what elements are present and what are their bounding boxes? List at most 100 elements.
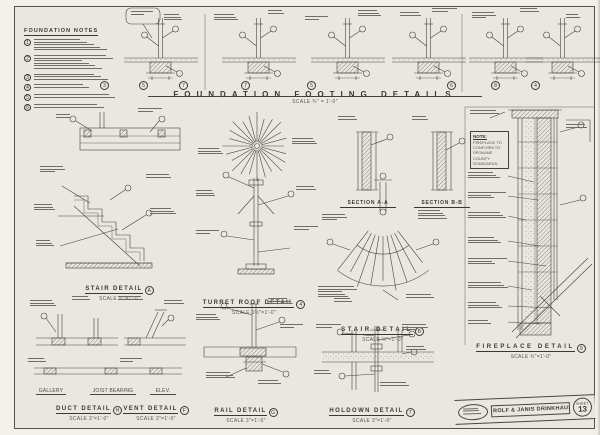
annotation-text-lines: [406, 346, 432, 351]
detail-mark: 4: [296, 300, 306, 309]
annotation-text-lines: [470, 110, 504, 115]
rail-detail-drawing: [203, 302, 297, 379]
annotation-text-lines: [198, 148, 224, 156]
annotation-text-lines: [468, 192, 508, 200]
annotation-text-lines: [468, 320, 504, 325]
annotation-text-lines: [34, 204, 58, 212]
note-body: FIREPLACE TO CONFORM TO SPOKANE COUNTY S…: [473, 140, 502, 166]
annotation-text-lines: [40, 166, 66, 174]
note-item: 6: [24, 104, 118, 112]
annotation-text-lines: [468, 172, 508, 180]
annotation-text-lines: [322, 214, 348, 222]
detail-scale: SCALE ¾"=1'-0": [362, 337, 403, 343]
fireplace-detail-drawing: [464, 106, 594, 345]
note-item: 3: [24, 73, 118, 82]
annotation-text-lines: [34, 94, 118, 99]
annotation-text-lines: [338, 116, 362, 121]
paper-edge-shadow: [597, 0, 600, 435]
annotation-text-lines: [432, 8, 458, 13]
detail-title: FIREPLACE DETAIL: [476, 344, 575, 352]
annotation-text-lines: [400, 12, 428, 17]
annotation-text-lines: [268, 298, 298, 306]
annotation-text-lines: [206, 372, 236, 380]
sub-label-elev: ELEV.: [150, 388, 176, 395]
detail-mark: H: [112, 406, 122, 415]
footing-detail-mark: 8: [491, 81, 500, 90]
client-name: ROLF & JANIS DRINKHAUS: [490, 401, 571, 417]
annotation-text-lines: [305, 16, 329, 21]
duct-vent-details-drawing: [34, 309, 186, 375]
footing-detail-mark: 4: [531, 81, 540, 90]
annotation-text-lines: [468, 258, 508, 266]
footing-detail-mark: 5: [307, 81, 316, 90]
detail-scale: SCALE 3"=1'-0": [352, 418, 392, 424]
detail-mark: G: [268, 408, 278, 417]
detail-scale: SCALE 3"=1'-0": [226, 418, 266, 424]
foundation-notes-block: FOUNDATION NOTES 1 2 3 4 5 6: [24, 19, 118, 114]
annotation-text-lines: [412, 116, 436, 121]
note-item: 1: [24, 39, 118, 52]
banner-rule: [148, 96, 482, 98]
detail-mark: A: [144, 286, 154, 295]
annotation-text-lines: [196, 230, 220, 235]
annotation-text-lines: [34, 54, 118, 71]
annotation-text-lines: [296, 186, 322, 191]
annotation-text-lines: [150, 208, 178, 216]
annotation-text-lines: [56, 114, 78, 119]
sunburst-rays: [222, 111, 287, 182]
sheet-banner: FOUNDATION FOOTING DETAILS SCALE ¾" = 1'…: [148, 90, 482, 105]
annotation-text-lines: [334, 298, 360, 303]
annotation-text-lines: [468, 237, 508, 245]
note-item: 4: [24, 84, 118, 92]
annotation-text-lines: [164, 300, 188, 305]
footing-detail-mark: 7: [241, 81, 250, 90]
annotation-text-lines: [468, 212, 508, 220]
section-aa-bb-drawings: [356, 131, 466, 191]
annotation-text-lines: [566, 124, 588, 129]
annotation-text-lines: [292, 138, 318, 146]
fireplace-note-box: NOTE: FIREPLACE TO CONFORM TO SPOKANE CO…: [470, 131, 509, 169]
note-number: 2: [24, 54, 31, 62]
annotation-text-lines: [468, 302, 508, 310]
detail-mark: 7: [405, 408, 415, 417]
annotation-text-lines: [34, 73, 118, 82]
banner-title: FOUNDATION FOOTING DETAILS: [173, 90, 457, 99]
annotation-text-lines: [36, 240, 60, 248]
note-number: 4: [24, 84, 31, 92]
designer-stamp: [457, 403, 489, 421]
stamp-text-lines: [462, 407, 483, 416]
detail-scale: SCALE ¾"=1'-0": [510, 354, 552, 360]
annotation-text-lines: [30, 300, 60, 308]
annotation-text-lines: [258, 380, 288, 385]
detail-scale: SCALE 3"=1'-0": [136, 416, 176, 422]
footing-detail-mark: 6: [447, 81, 456, 90]
annotation-text-lines: [268, 10, 290, 15]
detail-mark: 9: [576, 344, 586, 353]
note-number: 5: [24, 94, 31, 102]
annotation-text-lines: [196, 314, 222, 322]
note-item: 5: [24, 94, 118, 102]
winder-tread-fan: [337, 230, 429, 291]
annotation-text-lines: [146, 174, 172, 179]
sub-label-gallery: GALLERY: [36, 388, 66, 395]
sub-label-joist-bearing: JOIST BEARING: [90, 388, 136, 395]
banner-scale: SCALE ¾" = 1'-0": [292, 99, 338, 105]
detail-title: STAIR DETAIL: [341, 327, 413, 335]
annotation-text-lines: [34, 39, 118, 52]
annotation-text-lines: [402, 324, 430, 332]
annotation-text-lines: [406, 294, 434, 299]
detail-title: STAIR DETAIL: [85, 286, 143, 294]
annotation-text-lines: [472, 12, 498, 20]
turret-roof-detail-drawing: [220, 111, 295, 275]
footing-details-row: [123, 7, 600, 92]
detail-title: HOLDOWN DETAIL: [329, 408, 404, 416]
holdown-detail-drawing: [322, 326, 434, 392]
annotation-text-lines: [380, 382, 410, 387]
